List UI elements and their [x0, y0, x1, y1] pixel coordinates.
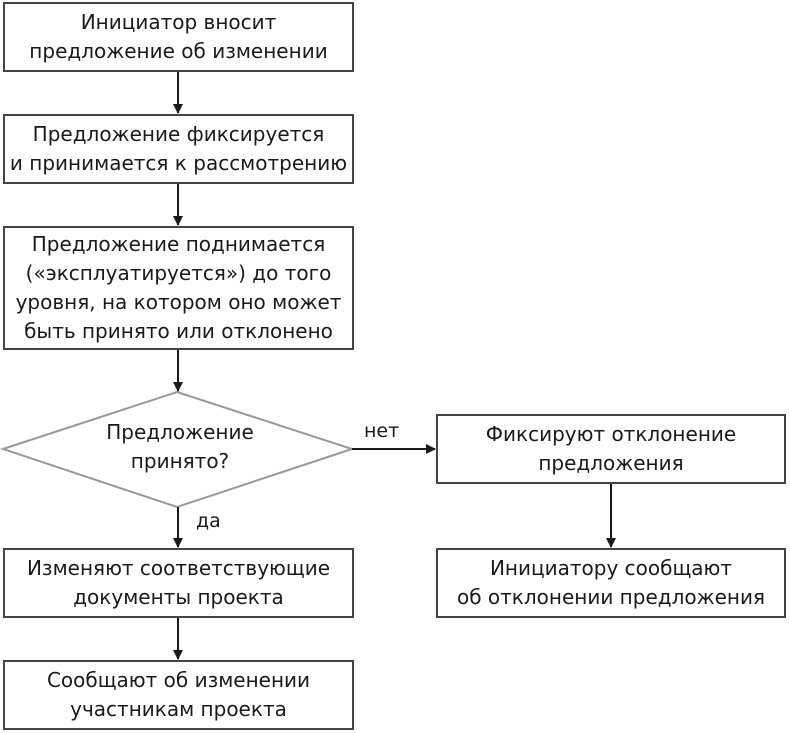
step-participants-notified-line-1: Сообщают об изменении: [46, 668, 311, 692]
step-proposal-registered: Предложение фиксируется и принимается к …: [3, 114, 354, 184]
step-participants-notified-line-2: участникам проекта: [70, 697, 287, 721]
step-initiator-notified: Инициатору сообщают об отклонении предло…: [436, 548, 786, 618]
step-proposal-submitted-line-2: предложение об изменении: [29, 39, 328, 63]
step-proposal-escalated-line-1: Предложение поднимается: [31, 232, 326, 256]
edge-label-yes: да: [196, 510, 221, 532]
decision-question: Предложение принято?: [70, 418, 290, 476]
step-proposal-escalated: Предложение поднимается («эксплуатируетс…: [3, 226, 354, 350]
step-proposal-escalated-line-2: («эксплуатируется») до того: [25, 261, 332, 285]
step-initiator-notified-line-2: об отклонении предложения: [456, 585, 766, 609]
step-proposal-escalated-line-3: уровня, на котором оно может: [15, 290, 342, 314]
edge-label-no: нет: [364, 420, 400, 442]
step-participants-notified: Сообщают об изменении участникам проекта: [3, 660, 354, 730]
decision-question-line-2: принято?: [130, 449, 230, 473]
step-proposal-registered-line-2: и принимается к рассмотрению: [9, 151, 348, 175]
step-proposal-submitted-line-1: Инициатор вносит: [80, 10, 277, 34]
step-documents-changed: Изменяют соответствующие документы проек…: [3, 548, 354, 618]
step-proposal-submitted: Инициатор вносит предложение об изменени…: [3, 2, 354, 72]
step-rejection-recorded-line-2: предложения: [538, 451, 684, 475]
step-proposal-registered-line-1: Предложение фиксируется: [32, 122, 325, 146]
step-documents-changed-line-1: Изменяют соответствующие: [26, 556, 331, 580]
step-rejection-recorded: Фиксируют отклонение предложения: [436, 414, 786, 484]
step-rejection-recorded-line-1: Фиксируют отклонение: [485, 422, 737, 446]
step-proposal-escalated-line-4: быть принято или отклонено: [24, 319, 333, 343]
step-documents-changed-line-2: документы проекта: [73, 585, 284, 609]
step-initiator-notified-line-1: Инициатору сообщают: [489, 556, 733, 580]
decision-question-line-1: Предложение: [106, 420, 254, 444]
